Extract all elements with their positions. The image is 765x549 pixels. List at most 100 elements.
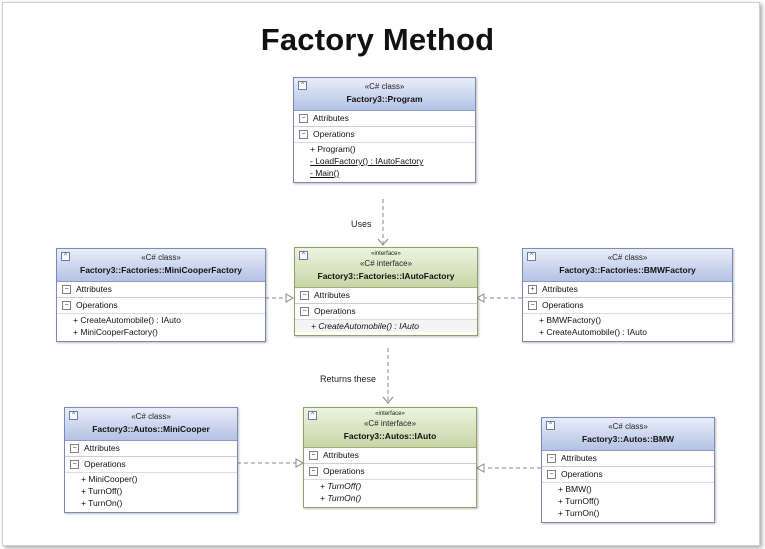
- operation[interactable]: - Main(): [310, 168, 340, 178]
- attributes-compartment[interactable]: −Attributes: [542, 451, 714, 467]
- operation[interactable]: + TurnOff(): [81, 486, 123, 496]
- operation[interactable]: + Program(): [310, 144, 356, 154]
- collapse-icon[interactable]: ^: [546, 421, 555, 430]
- attributes-compartment[interactable]: −Attributes: [295, 288, 477, 304]
- operations-compartment: −Operations + CreateAutomobile() : IAuto: [295, 304, 477, 335]
- minus-box-icon[interactable]: −: [62, 285, 71, 294]
- pre-stereotype: «interface»: [371, 251, 401, 257]
- operations-label: Operations: [561, 469, 603, 479]
- class-bmwfactory[interactable]: ^ «C# class» Factory3::Factories::BMWFac…: [522, 248, 733, 342]
- interface-iauto[interactable]: ^ «interface» «C# interface» Factory3::A…: [303, 407, 477, 508]
- class-header: ^ «interface» «C# interface» Factory3::F…: [295, 248, 477, 288]
- collapse-icon[interactable]: ^: [299, 251, 308, 260]
- attributes-compartment[interactable]: −Attributes: [65, 441, 237, 457]
- attributes-compartment[interactable]: −Attributes: [57, 282, 265, 298]
- class-bmw[interactable]: ^ «C# class» Factory3::Autos::BMW −Attri…: [541, 417, 715, 523]
- operations-compartment: −Operations + BMWFactory() + CreateAutom…: [523, 298, 732, 341]
- realization-triangle-right-bottom: [475, 463, 485, 473]
- stereotype: «C# class»: [607, 253, 648, 262]
- operation[interactable]: - LoadFactory() : IAutoFactory: [310, 156, 424, 166]
- operation[interactable]: + TurnOn(): [558, 508, 600, 518]
- attributes-compartment[interactable]: +Attributes: [523, 282, 732, 298]
- operation[interactable]: + MiniCooperFactory(): [73, 327, 158, 337]
- class-program[interactable]: ^ «C# class» Factory3::Program −Attribut…: [293, 77, 476, 183]
- stereotype: «C# interface»: [363, 419, 417, 428]
- stereotype: «C# class»: [131, 412, 171, 421]
- operations-header[interactable]: −Operations: [57, 298, 265, 313]
- minus-box-icon[interactable]: −: [300, 307, 309, 316]
- class-header: ^ «C# class» Factory3::Program: [294, 78, 475, 111]
- plus-box-icon[interactable]: +: [528, 285, 537, 294]
- collapse-icon[interactable]: ^: [298, 81, 307, 90]
- operation[interactable]: + BMWFactory(): [539, 315, 602, 325]
- operations-label: Operations: [323, 466, 365, 476]
- collapse-icon[interactable]: ^: [308, 411, 317, 420]
- collapse-icon[interactable]: ^: [61, 252, 70, 261]
- attributes-label: Attributes: [84, 443, 120, 453]
- operations-header[interactable]: −Operations: [542, 467, 714, 482]
- pre-stereotype: «interface»: [375, 411, 405, 417]
- class-name: Factory3::Autos::MiniCooper: [92, 424, 210, 434]
- attributes-label: Attributes: [313, 113, 349, 123]
- realization-triangle-left-top: [285, 293, 295, 303]
- operations-label: Operations: [314, 306, 356, 316]
- realization-triangle-left-bottom: [295, 458, 305, 468]
- operations-compartment: −Operations + Program() - LoadFactory() …: [294, 127, 475, 182]
- minus-box-icon[interactable]: −: [547, 454, 556, 463]
- operations-compartment: −Operations + TurnOff() + TurnOn(): [304, 464, 476, 507]
- operations-compartment: −Operations + BMW() + TurnOff() + TurnOn…: [542, 467, 714, 522]
- minus-box-icon[interactable]: −: [70, 460, 79, 469]
- operations-header[interactable]: −Operations: [65, 457, 237, 472]
- collapse-icon[interactable]: ^: [69, 411, 78, 420]
- attributes-label: Attributes: [314, 290, 350, 300]
- attributes-label: Attributes: [561, 453, 597, 463]
- attributes-compartment[interactable]: −Attributes: [304, 448, 476, 464]
- class-minicooperfactory[interactable]: ^ «C# class» Factory3::Factories::MiniCo…: [56, 248, 266, 342]
- uses-arrowhead: [377, 238, 389, 246]
- class-header: ^ «C# class» Factory3::Autos::MiniCooper: [65, 408, 237, 441]
- class-minicooper[interactable]: ^ «C# class» Factory3::Autos::MiniCooper…: [64, 407, 238, 513]
- minus-box-icon[interactable]: −: [547, 470, 556, 479]
- returns-arrowhead: [382, 396, 394, 404]
- minus-box-icon[interactable]: −: [70, 444, 79, 453]
- operation[interactable]: + TurnOn(): [81, 498, 123, 508]
- operation[interactable]: + CreateAutomobile() : IAuto: [73, 315, 181, 325]
- class-header: ^ «interface» «C# interface» Factory3::A…: [304, 408, 476, 448]
- class-name: Factory3::Autos::BMW: [581, 434, 675, 444]
- class-name: Factory3::Factories::BMWFactory: [559, 265, 696, 275]
- stereotype: «C# class»: [141, 253, 181, 262]
- class-name: Factory3::Factories::MiniCooperFactory: [80, 265, 242, 275]
- operations-header[interactable]: −Operations: [294, 127, 475, 142]
- stereotype: «C# class»: [364, 82, 405, 91]
- minus-box-icon[interactable]: −: [299, 114, 308, 123]
- operation[interactable]: + TurnOn(): [320, 493, 362, 503]
- operation[interactable]: + TurnOff(): [558, 496, 600, 506]
- interface-iautofactory[interactable]: ^ «interface» «C# interface» Factory3::F…: [294, 247, 478, 336]
- operations-label: Operations: [84, 459, 126, 469]
- operation[interactable]: + CreateAutomobile() : IAuto: [295, 320, 477, 332]
- operations-header[interactable]: −Operations: [523, 298, 732, 313]
- minus-box-icon[interactable]: −: [309, 467, 318, 476]
- uses-label: Uses: [351, 219, 372, 229]
- operation[interactable]: + CreateAutomobile() : IAuto: [539, 327, 647, 337]
- operation[interactable]: + BMW(): [558, 484, 592, 494]
- stereotype: «C# class»: [608, 422, 648, 431]
- operations-compartment: −Operations + CreateAutomobile() : IAuto…: [57, 298, 265, 341]
- class-header: ^ «C# class» Factory3::Autos::BMW: [542, 418, 714, 451]
- minus-box-icon[interactable]: −: [299, 130, 308, 139]
- attributes-label: Attributes: [323, 450, 359, 460]
- minus-box-icon[interactable]: −: [309, 451, 318, 460]
- operations-header[interactable]: −Operations: [304, 464, 476, 479]
- operation[interactable]: + TurnOff(): [320, 481, 362, 491]
- operations-header[interactable]: −Operations: [295, 304, 477, 319]
- operation[interactable]: + MiniCooper(): [81, 474, 138, 484]
- minus-box-icon[interactable]: −: [528, 301, 537, 310]
- operations-label: Operations: [313, 129, 355, 139]
- attributes-compartment[interactable]: −Attributes: [294, 111, 475, 127]
- collapse-icon[interactable]: ^: [527, 252, 536, 261]
- minus-box-icon[interactable]: −: [62, 301, 71, 310]
- operations-compartment: −Operations + MiniCooper() + TurnOff() +…: [65, 457, 237, 512]
- minus-box-icon[interactable]: −: [300, 291, 309, 300]
- returns-label: Returns these: [320, 374, 377, 384]
